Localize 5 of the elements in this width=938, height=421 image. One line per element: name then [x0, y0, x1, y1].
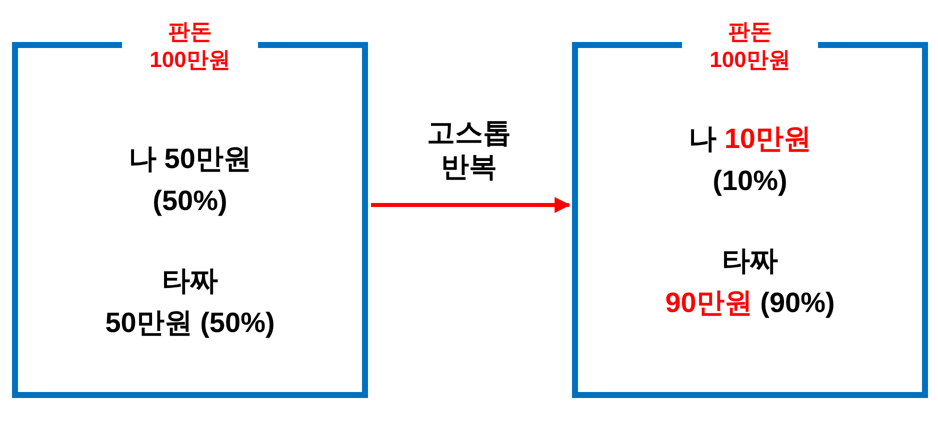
arrow — [371, 197, 571, 213]
box-text: 나 50만원 (50%) — [128, 142, 252, 218]
box-text: 타짜 50만원 (50%) — [104, 264, 276, 340]
box-text: 나 10만원 (10%) — [688, 122, 812, 198]
box-text: 타짜 90만원 (90%) — [664, 244, 836, 320]
